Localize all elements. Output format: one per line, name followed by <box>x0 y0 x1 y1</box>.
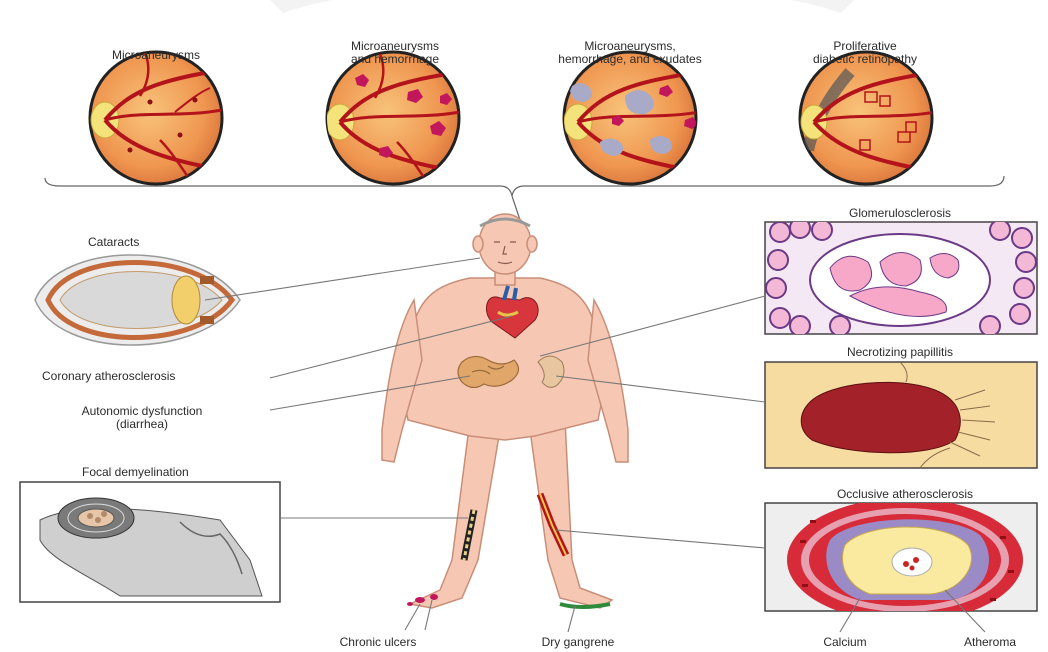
label-necrotizing-papillitis: Necrotizing papillitis <box>800 346 1000 359</box>
label-occlusive-atherosclerosis: Occlusive atherosclerosis <box>780 488 1030 501</box>
label-glomerulosclerosis: Glomerulosclerosis <box>800 207 1000 220</box>
retina-microaneurysms <box>90 52 222 184</box>
retina-hemorrhage <box>326 52 460 184</box>
label-coronary-atherosclerosis: Coronary atherosclerosis <box>42 370 175 383</box>
demyelination-panel <box>20 482 280 602</box>
glomerulosclerosis-panel <box>765 218 1037 336</box>
label-focal-demyelination: Focal demyelination <box>82 466 189 479</box>
label-microaneurysms: Microaneurysms <box>86 49 226 62</box>
label-microaneurysms-exudates: Microaneurysms,hemorrhage, and exudates <box>540 40 720 66</box>
occlusive-atherosclerosis-panel <box>765 498 1037 622</box>
label-autonomic-dysfunction: Autonomic dysfunction(diarrhea) <box>52 405 232 431</box>
label-calcium: Calcium <box>810 636 880 649</box>
eye-cross-section <box>35 255 240 345</box>
label-chronic-ulcers: Chronic ulcers <box>318 636 438 649</box>
label-atheroma: Atheroma <box>950 636 1030 649</box>
retina-proliferative <box>800 52 936 184</box>
label-cataracts: Cataracts <box>88 236 139 249</box>
human-body <box>382 214 628 608</box>
necrotizing-papillitis-panel <box>765 362 1037 468</box>
label-dry-gangrene: Dry gangrene <box>518 636 638 649</box>
retina-exudates <box>564 52 700 184</box>
